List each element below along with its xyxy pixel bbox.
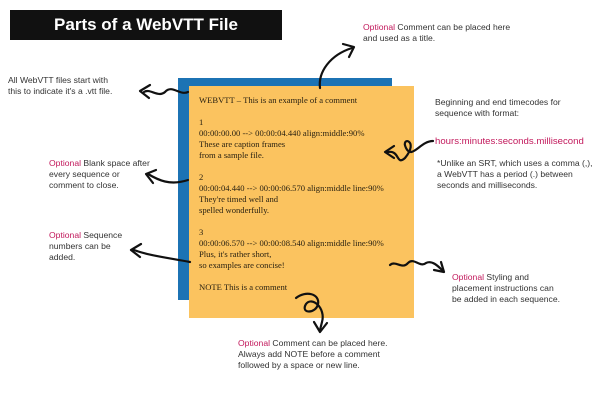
optional-label: Optional [238, 338, 271, 348]
note-timecodes: Beginning and end timecodes for sequence… [435, 97, 561, 118]
optional-label: Optional [49, 158, 82, 168]
vtt-line: NOTE This is a comment [199, 282, 288, 292]
note-styling: Optional Styling and placement instructi… [452, 272, 560, 304]
vtt-line: 00:00:04.440 --> 00:00:06.570 align:midd… [199, 183, 384, 193]
vtt-file-content: WEBVTT – This is an example of a comment… [199, 95, 409, 293]
note-comment-placement: Optional Comment can be placed here. Alw… [238, 338, 388, 370]
styling-arrow-head [432, 260, 446, 274]
vtt-line: spelled wonderfully. [199, 205, 270, 215]
vtt-blank-line [199, 161, 409, 172]
vtt-line: 2 [199, 172, 204, 182]
page-title: Parts of a WebVTT File [10, 10, 282, 40]
note-blank-space: Optional Blank space after every sequenc… [49, 158, 150, 190]
vtt-line: 00:00:00.00 --> 00:00:04.440 align:middl… [199, 128, 365, 138]
note-sequence-numbers: Optional Sequence numbers can be added. [49, 230, 123, 262]
sequence-arrow-head [129, 242, 143, 259]
vtt-line: WEBVTT – This is an example of a comment [199, 95, 358, 105]
vtt-line: so examples are concise! [199, 260, 285, 270]
vtt-blank-line [199, 106, 409, 117]
title-arrow-head [341, 42, 356, 59]
vtt-blank-line [199, 271, 409, 282]
optional-label: Optional [363, 22, 396, 32]
vtt-line: from a sample file. [199, 150, 264, 160]
header-arrow-head [138, 83, 152, 100]
vtt-line: 1 [199, 117, 204, 127]
optional-label: Optional [49, 230, 82, 240]
vtt-file-panel [189, 86, 414, 318]
vtt-line: They're timed well and [199, 194, 279, 204]
vtt-line: 00:00:06.570 --> 00:00:08.540 align:midd… [199, 238, 384, 248]
optional-label: Optional [452, 272, 485, 282]
timecode-format: hours:minutes:seconds.millisecond [435, 136, 584, 147]
note-title-comment: Optional Comment can be placed here and … [363, 22, 511, 43]
note-all-files: All WebVTT files start with this to indi… [8, 75, 113, 96]
note-srt-comparison: *Unlike an SRT, which uses a comma (,), … [437, 158, 593, 190]
note-arrow-head [312, 320, 329, 334]
vtt-line: 3 [199, 227, 204, 237]
vtt-blank-line [199, 216, 409, 227]
vtt-line: These are caption frames [199, 139, 286, 149]
vtt-line: Plus, it's rather short, [199, 249, 272, 259]
